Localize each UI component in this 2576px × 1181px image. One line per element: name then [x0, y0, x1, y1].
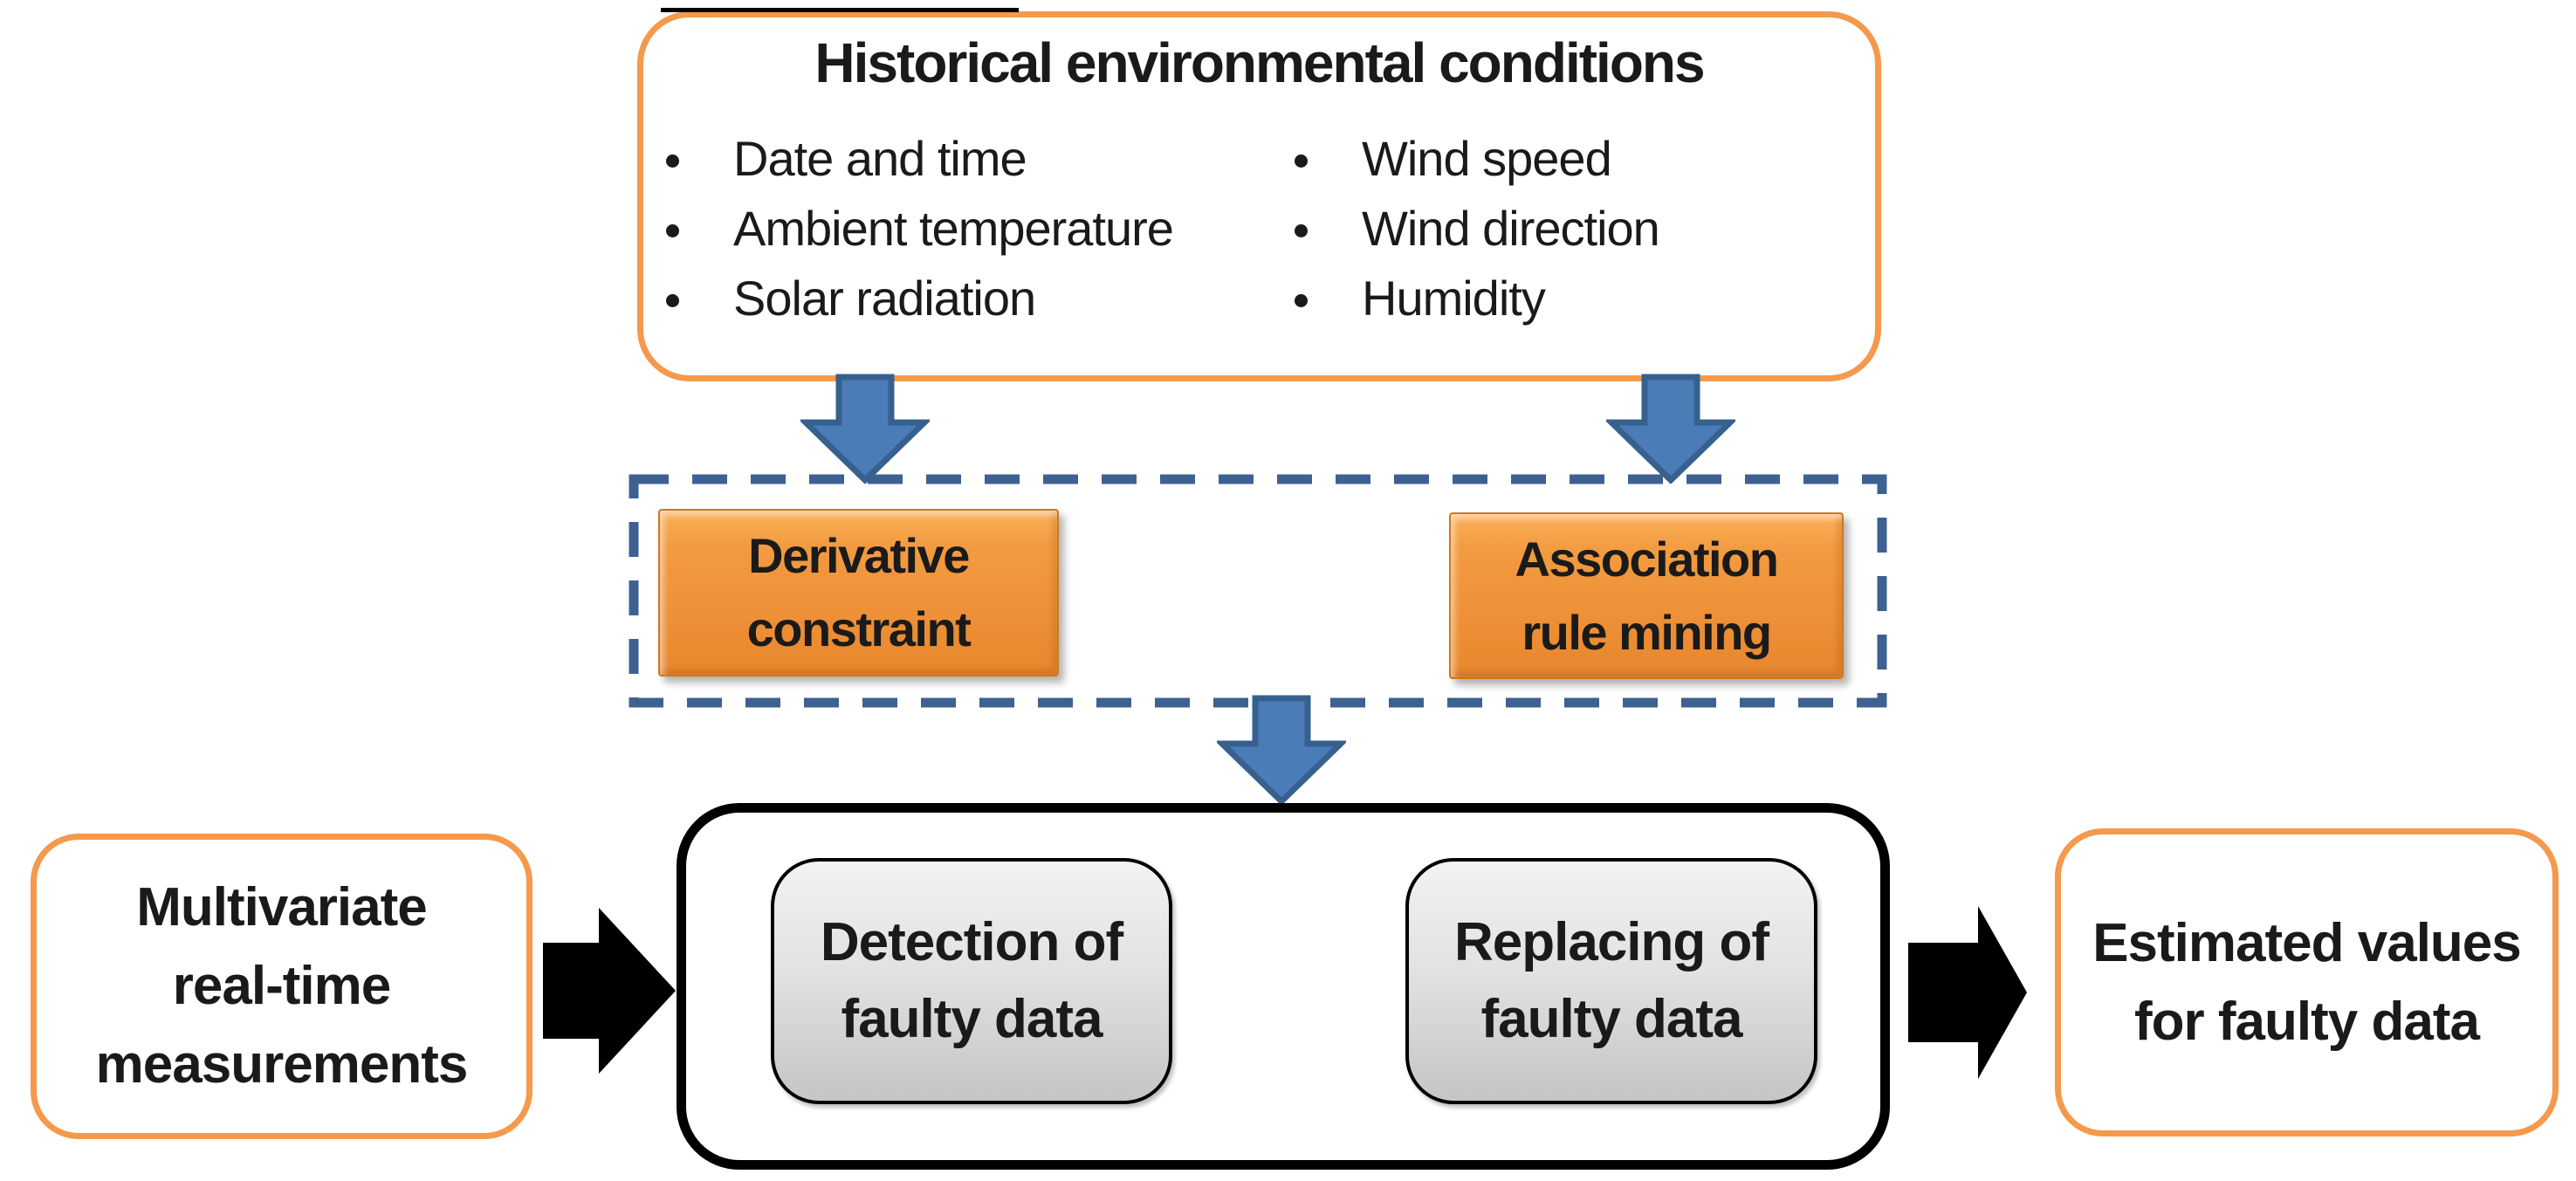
bullet-dot-icon [666, 293, 679, 307]
down-arrow-icon [1606, 374, 1735, 484]
top-edge-artifact-line [661, 8, 1019, 12]
bullet-label: Wind speed [1362, 131, 1612, 186]
bullet-item: Wind speed [1295, 124, 1612, 194]
bullet-dot-icon [666, 154, 679, 168]
bullet-item: Date and time [666, 124, 1027, 194]
replacing-of-faulty-data-box: Replacing of faulty data [1405, 858, 1817, 1104]
bullet-dot-icon [666, 223, 679, 237]
derivative-constraint-box: Derivative constraint [658, 509, 1059, 676]
bullet-item: Ambient temperature [666, 194, 1174, 264]
historical-conditions-title: Historical environmental conditions [814, 31, 1705, 94]
right-arrow-icon [543, 908, 676, 1074]
right-arrow-icon [1908, 906, 2027, 1079]
bullet-label: Date and time [733, 131, 1027, 186]
down-arrow-icon [1217, 695, 1346, 805]
bullet-label: Solar radiation [733, 271, 1036, 326]
constraint-panel-dashed-border [629, 474, 1887, 708]
bullet-dot-icon [1295, 293, 1308, 307]
detection-of-faulty-data-box: Detection of faulty data [771, 858, 1172, 1104]
bullet-item: Humidity [1295, 264, 1546, 333]
association-rule-mining-box: Association rule mining [1449, 512, 1844, 679]
bullet-label: Ambient temperature [733, 201, 1174, 256]
down-arrow-icon [800, 374, 930, 484]
bullet-dot-icon [1295, 154, 1308, 168]
bullet-item: Wind direction [1295, 194, 1660, 264]
historical-conditions-box [637, 11, 1881, 381]
bullet-label: Humidity [1362, 271, 1546, 326]
bullet-dot-icon [1295, 223, 1308, 237]
bullet-item: Solar radiation [666, 264, 1036, 333]
multivariate-measurements-box: Multivariate real-time measurements [31, 834, 532, 1139]
estimated-values-box: Estimated values for faulty data [2055, 828, 2559, 1136]
bullet-label: Wind direction [1362, 201, 1660, 256]
